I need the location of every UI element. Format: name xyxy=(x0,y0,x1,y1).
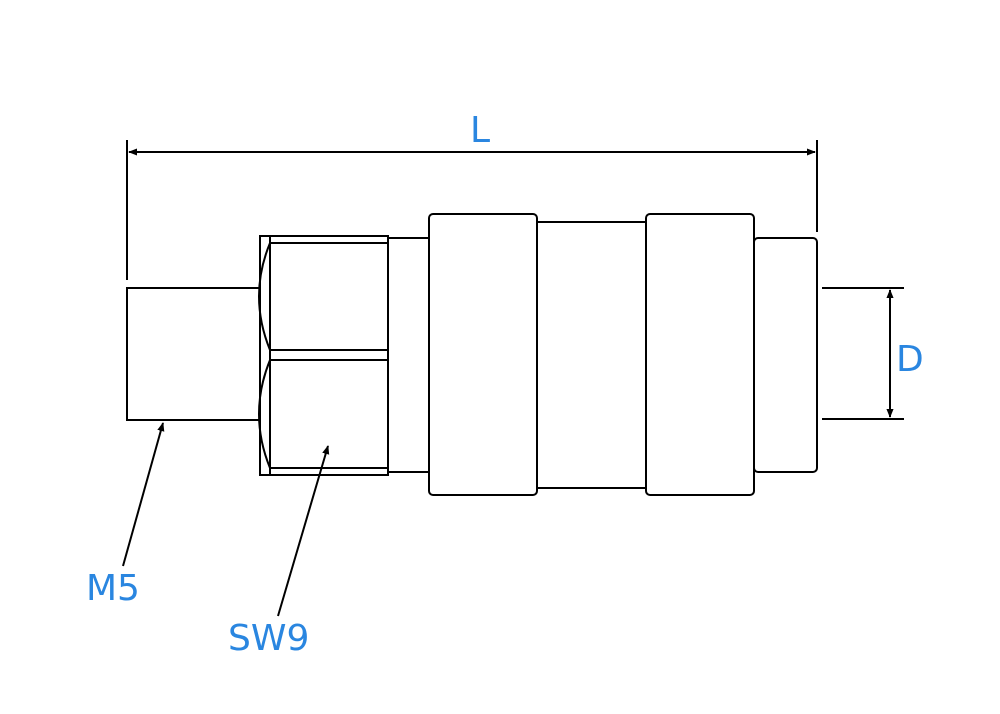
collar-right xyxy=(645,213,755,496)
collar-left xyxy=(428,213,538,496)
thread-leader xyxy=(122,422,165,567)
wrench-leader xyxy=(277,445,330,617)
right-body xyxy=(753,237,818,473)
diameter-dimension xyxy=(822,287,904,420)
center-body xyxy=(536,221,647,489)
hex-outline xyxy=(259,235,389,476)
wrench-size-label: SW9 xyxy=(228,618,309,659)
hex-nut xyxy=(258,235,389,476)
neck-left xyxy=(387,237,430,473)
thread-stud xyxy=(126,287,261,421)
length-label: L xyxy=(470,110,490,151)
length-dimension xyxy=(126,140,818,280)
thread-label: M5 xyxy=(86,568,140,609)
diameter-label: D xyxy=(896,339,924,380)
